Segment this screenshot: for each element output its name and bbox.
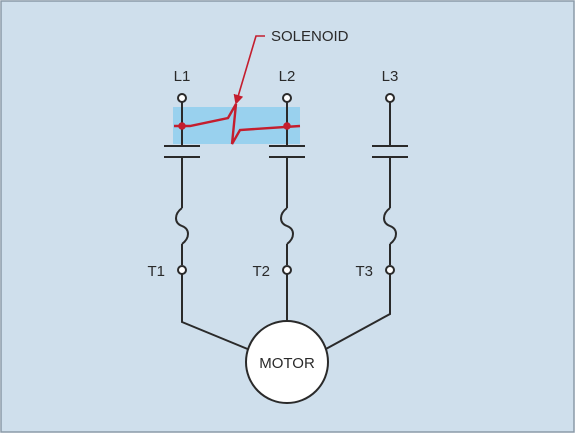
solenoid-linkage <box>174 103 301 145</box>
line-terminal-l1 <box>177 93 187 103</box>
line-label-l2: L2 <box>279 68 296 85</box>
line-label-l1: L1 <box>174 68 191 85</box>
motor-label: MOTOR <box>259 355 315 372</box>
motor <box>245 320 329 404</box>
line-label-l3: L3 <box>382 68 399 85</box>
overload-l2 <box>280 207 294 245</box>
line-terminal-l3 <box>385 93 395 103</box>
overload-l1 <box>175 207 189 245</box>
terminal-t1 <box>177 265 187 275</box>
terminal-t3 <box>385 265 395 275</box>
terminal-label-t1: T1 <box>147 263 165 280</box>
phase-l1 <box>164 93 251 351</box>
solenoid-leader-line <box>233 35 265 105</box>
terminal-label-t3: T3 <box>355 263 373 280</box>
terminal-label-t2: T2 <box>252 263 270 280</box>
terminal-t2 <box>282 265 292 275</box>
line-terminal-l2 <box>282 93 292 103</box>
phase-l3 <box>323 93 408 351</box>
overload-l3 <box>383 207 397 245</box>
solenoid-label: SOLENOID <box>271 28 349 45</box>
